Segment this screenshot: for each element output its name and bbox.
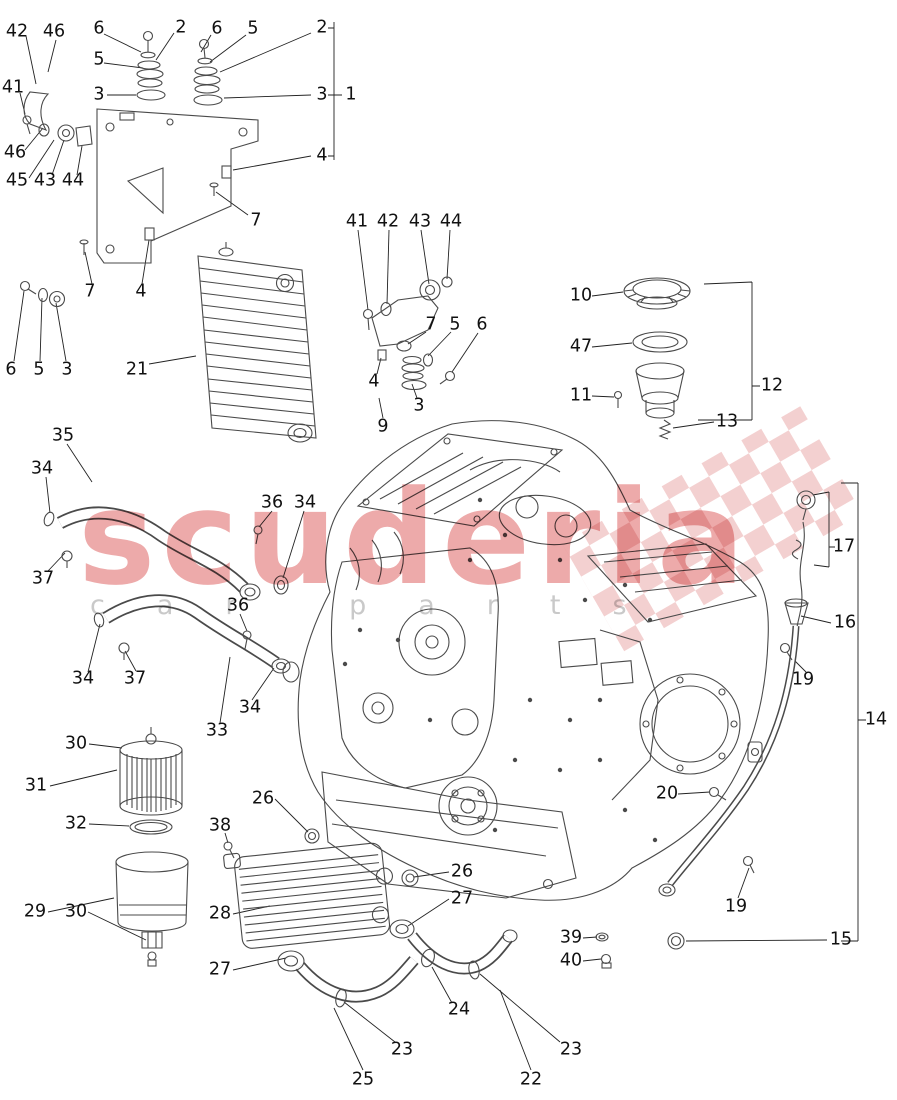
oil-filter-assembly <box>115 727 189 967</box>
callout-5: 5 <box>93 49 105 70</box>
callout-12: 12 <box>760 375 784 396</box>
callout-30: 30 <box>64 733 88 754</box>
callout-4: 4 <box>135 281 147 302</box>
callout-6: 6 <box>93 18 105 39</box>
callout-17: 17 <box>832 536 856 557</box>
callout-28: 28 <box>208 903 232 924</box>
callout-19: 19 <box>791 669 815 690</box>
callout-43: 43 <box>408 211 432 232</box>
callout-21: 21 <box>125 359 149 380</box>
callout-30: 30 <box>64 901 88 922</box>
oil-cooler-radiator <box>197 242 317 443</box>
callout-4: 4 <box>368 371 380 392</box>
callout-7: 7 <box>84 281 96 302</box>
heat-exchanger <box>223 828 419 949</box>
callout-22: 22 <box>519 1069 543 1090</box>
callout-37: 37 <box>123 668 147 689</box>
callout-39: 39 <box>559 927 583 948</box>
callout-33: 33 <box>205 720 229 741</box>
dipstick-assembly <box>658 490 816 950</box>
callout-2: 2 <box>175 17 187 38</box>
callout-35: 35 <box>51 425 75 446</box>
callout-26: 26 <box>251 788 275 809</box>
callout-14: 14 <box>864 709 888 730</box>
callout-5: 5 <box>33 359 45 380</box>
callout-40: 40 <box>559 950 583 971</box>
small-bracket-assembly <box>362 276 456 391</box>
callout-7: 7 <box>425 314 437 335</box>
engine-drawing <box>282 420 769 901</box>
callout-3: 3 <box>413 395 425 416</box>
callout-23: 23 <box>390 1039 414 1060</box>
callout-34: 34 <box>293 492 317 513</box>
callout-2: 2 <box>316 17 328 38</box>
callout-46: 46 <box>42 21 66 42</box>
callout-44: 44 <box>439 211 463 232</box>
callout-37: 37 <box>31 568 55 589</box>
callout-26: 26 <box>450 861 474 882</box>
callout-10: 10 <box>569 285 593 306</box>
callout-1: 1 <box>345 84 357 105</box>
callout-38: 38 <box>208 815 232 836</box>
callout-42: 42 <box>5 21 29 42</box>
callout-24: 24 <box>447 999 471 1020</box>
callout-34: 34 <box>238 697 262 718</box>
callout-15: 15 <box>829 929 853 950</box>
callout-20: 20 <box>655 783 679 804</box>
callout-25: 25 <box>351 1069 375 1090</box>
callout-7: 7 <box>250 210 262 231</box>
oil-hoses <box>43 506 291 674</box>
callout-32: 32 <box>64 813 88 834</box>
callout-29: 29 <box>23 901 47 922</box>
callout-45: 45 <box>5 170 29 191</box>
callout-6: 6 <box>211 18 223 39</box>
callout-13: 13 <box>715 411 739 432</box>
callout-43: 43 <box>33 170 57 191</box>
callout-31: 31 <box>24 775 48 796</box>
callout-36: 36 <box>260 492 284 513</box>
callout-41: 41 <box>1 77 25 98</box>
callout-27: 27 <box>450 888 474 909</box>
callout-3: 3 <box>316 84 328 105</box>
callout-6: 6 <box>5 359 17 380</box>
callout-47: 47 <box>569 336 593 357</box>
callout-46: 46 <box>3 142 27 163</box>
mount-bracket-assembly <box>19 30 259 308</box>
callout-44: 44 <box>61 170 85 191</box>
callout-27: 27 <box>208 959 232 980</box>
callout-36: 36 <box>226 595 250 616</box>
oil-cap-and-thermostat <box>613 277 691 440</box>
callout-6: 6 <box>476 314 488 335</box>
callout-16: 16 <box>833 612 857 633</box>
leader-lines <box>13 22 866 1071</box>
callout-3: 3 <box>93 84 105 105</box>
callout-11: 11 <box>569 385 593 406</box>
callout-23: 23 <box>559 1039 583 1060</box>
callout-19: 19 <box>724 896 748 917</box>
callout-4: 4 <box>316 145 328 166</box>
callout-34: 34 <box>30 458 54 479</box>
coolant-pipes <box>277 919 612 1008</box>
callout-42: 42 <box>376 211 400 232</box>
callout-41: 41 <box>345 211 369 232</box>
callout-34: 34 <box>71 668 95 689</box>
checker-flag-watermark <box>562 406 863 652</box>
callout-5: 5 <box>449 314 461 335</box>
callout-3: 3 <box>61 359 73 380</box>
callout-5: 5 <box>247 18 259 39</box>
callout-9: 9 <box>377 416 389 437</box>
